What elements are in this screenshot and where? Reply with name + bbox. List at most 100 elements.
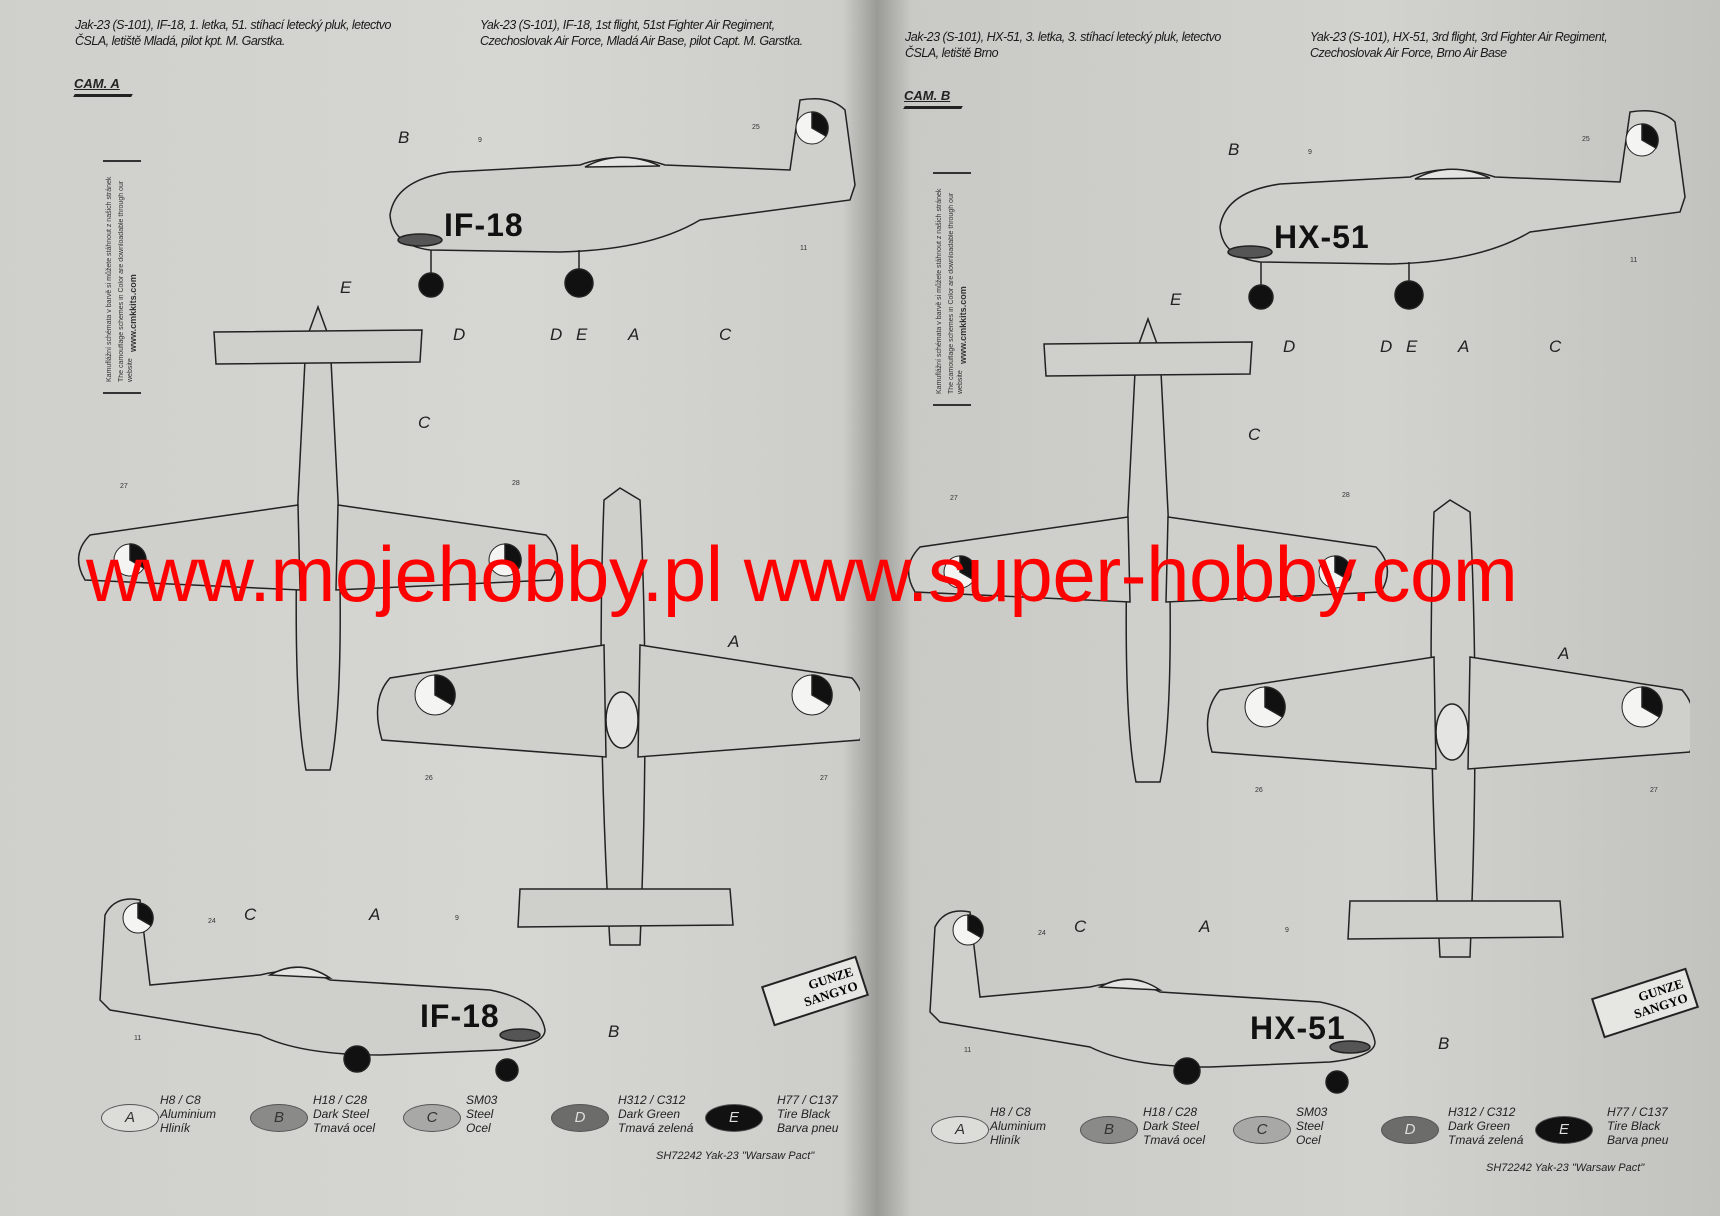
color-name-en: Dark Steel (1143, 1119, 1200, 1133)
paint-code: H8 / C8 (990, 1105, 1031, 1119)
scheme-underline (903, 106, 963, 109)
side-view-bottom (929, 910, 1376, 1094)
roundel-icon (113, 543, 147, 577)
roundel-icon (122, 902, 154, 934)
part-number: 11 (134, 1035, 142, 1042)
scheme-label: CAM. A (74, 76, 120, 91)
side-view-top (1219, 110, 1686, 310)
roundel-icon (943, 555, 977, 589)
part-number: 25 (752, 124, 760, 131)
part-number: 25 (1582, 136, 1590, 143)
caption-line: Yak-23 (S-101), HX-51, 3rd flight, 3rd F… (1310, 30, 1608, 44)
roundel-icon (1244, 686, 1286, 728)
caption-czech: Jak-23 (S-101), HX-51, 3. letka, 3. stíh… (905, 29, 1300, 61)
color-name-cz: Barva pneu (1607, 1133, 1669, 1147)
aircraft-code-bottom: HX-51 (1250, 1010, 1346, 1046)
paint-code: SM03 (1296, 1105, 1328, 1119)
sidebox-url[interactable]: www.cmkkits.com (958, 286, 968, 364)
part-number: 24 (208, 918, 216, 925)
callout-a: A (1558, 644, 1570, 663)
callout-b: B (608, 1022, 620, 1041)
callout-d: D (1380, 337, 1393, 356)
color-swatch-e: E (705, 1104, 763, 1132)
part-number: 26 (1255, 787, 1263, 794)
color-swatch-c: C (1233, 1116, 1291, 1144)
aircraft-drawings (77, 98, 860, 1082)
top-view (77, 304, 559, 771)
caption-line: Jak-23 (S-101), HX-51, 3. letka, 3. stíh… (905, 30, 1221, 44)
color-swatch-a: A (101, 1104, 159, 1132)
website-info-box: Kamuflážní schémata v barvě si můžete st… (103, 160, 141, 394)
color-swatch-b: B (250, 1104, 308, 1132)
caption-line: Yak-23 (S-101), IF-18, 1st flight, 51st … (480, 18, 775, 32)
paint-code: H18 / C28 (313, 1093, 368, 1107)
caption-english: Yak-23 (S-101), IF-18, 1st flight, 51st … (480, 17, 850, 49)
callout-b: B (1228, 140, 1240, 159)
caption-line: Czechoslovak Air Force, Brno Air Base (1310, 46, 1507, 60)
color-swatch-d: D (1381, 1116, 1439, 1144)
callout-e: E (1406, 337, 1418, 356)
color-swatch-a: A (931, 1116, 989, 1144)
side-view-top (389, 98, 856, 298)
part-number: 11 (800, 245, 808, 252)
roundel-icon (488, 543, 522, 577)
watermark: www.mojehobby.pl www.super-hobby.com (86, 530, 1518, 618)
roundel-icon (952, 914, 984, 946)
callout-a: A (1199, 917, 1211, 936)
callout-b: B (1438, 1034, 1450, 1053)
paint-code: H77 / C137 (777, 1093, 838, 1107)
color-name-en: Dark Steel (313, 1107, 370, 1121)
part-number: 28 (1342, 492, 1350, 499)
bottom-view (376, 487, 860, 946)
callout-e: E (576, 325, 588, 344)
part-number: 26 (425, 775, 433, 782)
roundel-icon (414, 674, 456, 716)
color-name-cz: Tmavá ocel (313, 1121, 376, 1135)
website-info-box: Kamuflážní schémata v barvě si můžete st… (933, 172, 971, 406)
product-code: SH72242 Yak-23 "Warsaw Pact" (656, 1150, 815, 1162)
callout-c: C (1248, 425, 1261, 444)
roundel-icon (791, 674, 833, 716)
callout-c: C (1074, 917, 1087, 936)
callout-a: A (728, 632, 740, 651)
sidebox-url[interactable]: www.cmkkits.com (128, 274, 138, 352)
callout-a: A (628, 325, 640, 344)
color-name-cz: Ocel (466, 1121, 491, 1135)
roundel-icon (1318, 555, 1352, 589)
scheme-underline (73, 94, 133, 97)
scheme-label: CAM. B (904, 88, 951, 103)
caption-line: ČSLA, letiště Mladá, pilot kpt. M. Garst… (75, 34, 285, 48)
color-name-en: Aluminium (990, 1119, 1047, 1133)
part-number: 28 (512, 480, 520, 487)
color-name-cz: Hliník (160, 1121, 191, 1135)
bottom-view (1206, 499, 1690, 958)
color-name-cz: Tmavá ocel (1143, 1133, 1206, 1147)
callout-d: D (550, 325, 563, 344)
color-name-cz: Tmavá zelená (1448, 1133, 1524, 1147)
color-name-cz: Ocel (1296, 1133, 1321, 1147)
callout-b: B (398, 128, 410, 147)
color-name-en: Dark Green (618, 1107, 681, 1121)
sidebox-czech: Kamuflážní schémata v barvě si můžete st… (106, 176, 113, 382)
color-name-en: Steel (466, 1107, 494, 1121)
part-number: 9 (1308, 149, 1312, 156)
aircraft-code-top: IF-18 (444, 207, 524, 243)
part-number: 27 (120, 483, 128, 490)
roundel-icon (1621, 686, 1663, 728)
part-number: 27 (1650, 787, 1658, 794)
callout-a: A (369, 905, 381, 924)
callout-a: A (1458, 337, 1470, 356)
color-swatch-b: B (1080, 1116, 1138, 1144)
caption-line: Jak-23 (S-101), IF-18, 1. letka, 51. stí… (75, 18, 391, 32)
callout-e: E (1170, 290, 1182, 309)
callout-c: C (244, 905, 257, 924)
